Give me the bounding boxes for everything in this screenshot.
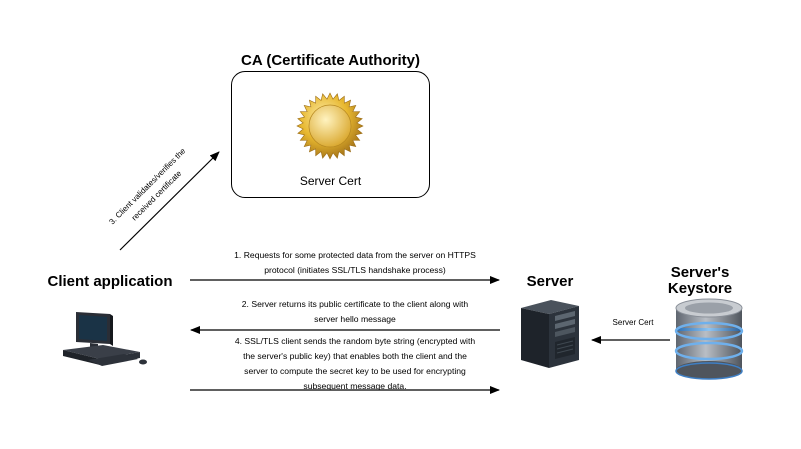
ca-title: CA (Certificate Authority) (241, 52, 420, 69)
certificate-seal-icon (296, 92, 364, 160)
keystore-title-line1: Server's (670, 264, 730, 281)
keystore-arrow-label: Server Cert (612, 318, 654, 327)
database-icon (674, 298, 744, 380)
step4-line4: subsequent message data. (303, 381, 407, 391)
step1-line2: protocol (initiates SSL/TLS handshake pr… (264, 265, 446, 275)
keystore-title: Server's Keystore (650, 265, 750, 297)
step1-line1: 1. Requests for some protected data from… (234, 250, 476, 260)
server-title: Server (526, 273, 574, 290)
keystore-title-line2: Keystore (667, 280, 733, 297)
step4-line2: the server's public key) that enables bo… (243, 351, 467, 361)
arrow-step3 (119, 151, 220, 251)
step4-text: 4. SSL/TLS client sends the random byte … (195, 334, 515, 394)
step2-line1: 2. Server returns its public certificate… (241, 299, 469, 309)
client-title: Client application (47, 273, 173, 290)
step4-line3: server to compute the secret key to be u… (244, 366, 466, 376)
server-tower-icon (521, 300, 579, 368)
ca-cert-label: Server Cert (299, 174, 362, 188)
step1-text: 1. Requests for some protected data from… (195, 248, 515, 278)
computer-icon (63, 312, 147, 366)
step4-line1: 4. SSL/TLS client sends the random byte … (234, 336, 476, 346)
step2-line2: server hello message (314, 314, 396, 324)
step2-text: 2. Server returns its public certificate… (195, 297, 515, 327)
